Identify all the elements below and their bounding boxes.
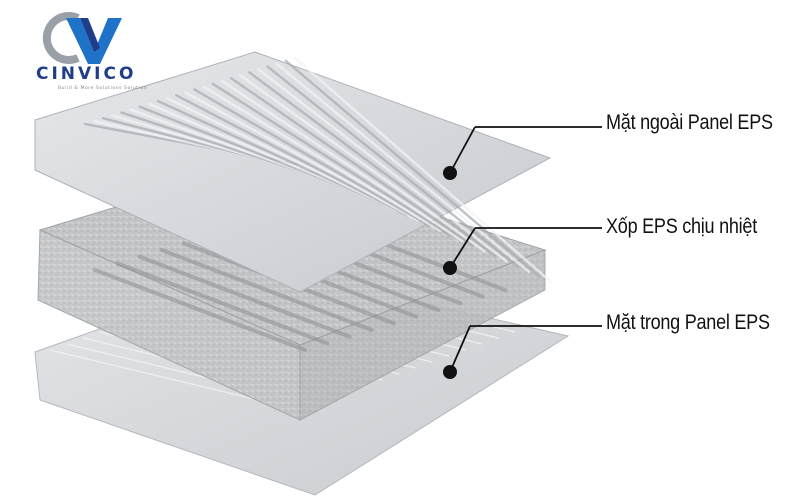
rib-line: [156, 99, 386, 207]
rib-line: [211, 82, 453, 238]
label-inner-face: Mặt trong Panel EPS: [606, 311, 770, 334]
rib-line: [193, 88, 431, 227]
rib-line: [266, 65, 519, 268]
label-outer-face: Mặt ngoài Panel EPS: [606, 111, 773, 134]
label-foam-core: Xốp EPS chịu nhiệt: [606, 215, 757, 238]
leader-inner: [443, 325, 602, 379]
leader-outer: [443, 126, 602, 180]
rib-line: [115, 261, 330, 346]
cinvico-logo: CINVICO Build & More Solutions Solution: [22, 10, 172, 100]
rib-line: [220, 79, 464, 243]
rib-line: [165, 96, 397, 212]
rib-line: [159, 248, 374, 332]
rib-line: [275, 62, 531, 273]
rib-line: [93, 268, 307, 352]
rib-line: [257, 68, 508, 263]
rib-line: [202, 85, 442, 232]
logo-brand-text: CINVICO: [36, 64, 137, 84]
logo-tagline: Build & More Solutions Solution: [58, 86, 148, 91]
leader-core: [443, 227, 602, 275]
outer-sheet: [34, 51, 553, 293]
rib-line: [293, 56, 553, 284]
rib-line: [137, 254, 352, 339]
rib-line: [175, 94, 409, 217]
rib-line: [239, 74, 486, 253]
rib-line: [184, 91, 420, 222]
rib-line: [248, 71, 497, 258]
rib-line: [229, 76, 475, 248]
rib-line: [284, 59, 542, 279]
logo-mark-icon: [42, 12, 122, 64]
